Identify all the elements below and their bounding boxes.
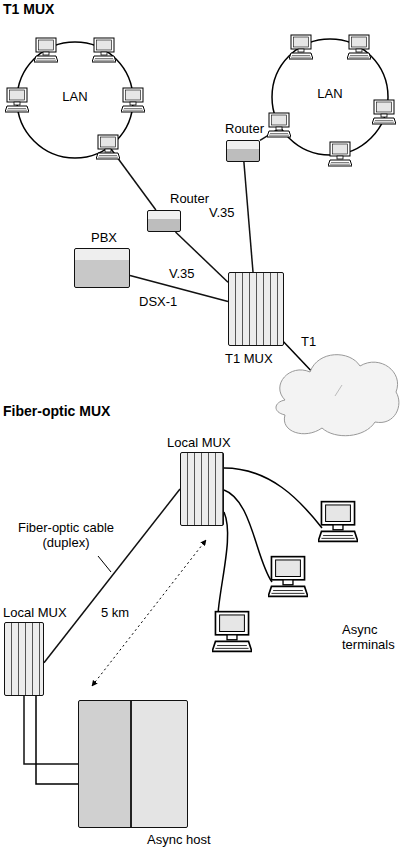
cloud-detail — [335, 385, 342, 396]
lan-ring-area: LAN — [272, 39, 388, 155]
host-cable — [36, 696, 78, 784]
device-label: T1 MUX — [225, 351, 273, 366]
lan-ring-area: LAN — [17, 42, 133, 158]
local-mux: Local MUX — [180, 452, 224, 526]
leader-line — [98, 556, 111, 572]
network-cloud — [276, 355, 399, 436]
cable-connector — [44, 489, 180, 663]
device-label: Async terminals — [342, 622, 402, 652]
async-terminal — [212, 502, 358, 652]
device-label: LAN — [62, 89, 87, 104]
callout-label: Fiber-optic cable (duplex) — [12, 520, 120, 550]
device-label: Local MUX — [167, 435, 231, 450]
device-label: Router — [170, 191, 209, 206]
interface-label: DSX-1 — [138, 294, 178, 309]
t1-mux: T1 MUX — [228, 272, 284, 346]
dimension: 5 km — [100, 605, 130, 620]
pbx: PBX — [74, 248, 130, 288]
device-label: PBX — [91, 230, 117, 245]
cable-connector — [244, 162, 253, 272]
device-label: Router — [225, 121, 264, 136]
line-label: T1 — [300, 334, 317, 349]
local-mux: Local MUX — [4, 622, 44, 696]
router: Router — [147, 210, 181, 232]
distance-arrow — [92, 540, 206, 686]
cable-connector — [24, 696, 78, 764]
device-label: LAN — [317, 86, 342, 101]
device-label: Local MUX — [3, 605, 67, 620]
interface-label: V.35 — [208, 205, 236, 220]
section-heading: Fiber-optic MUX — [3, 404, 110, 419]
device-label: Async host — [147, 832, 211, 847]
section-heading: T1 MUX — [3, 2, 54, 17]
terminal-cable — [224, 490, 272, 582]
terminal-cable — [224, 468, 322, 528]
interface-label: V.35 — [168, 266, 196, 281]
router: Router — [226, 140, 260, 162]
workstation — [5, 35, 396, 166]
async-host: Async host — [78, 700, 188, 828]
